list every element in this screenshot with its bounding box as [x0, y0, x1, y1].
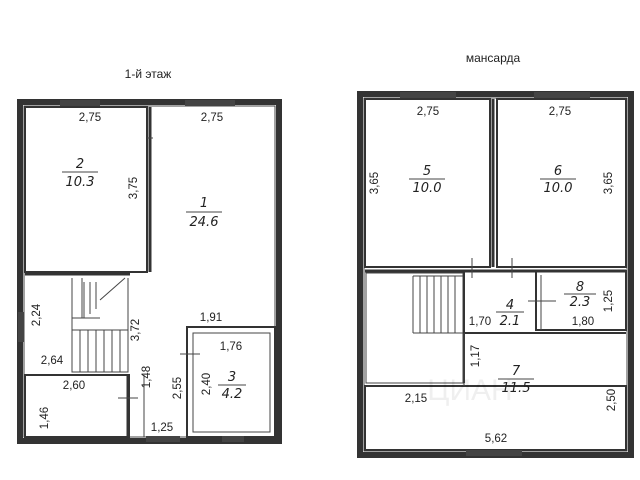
dim-f1-corridor2-height: 2,55 [172, 377, 184, 399]
staircase-floor-2 [365, 272, 464, 384]
dim-f1-room3-width: 1,76 [220, 341, 242, 353]
room-6-number: 6 [554, 164, 562, 179]
room-2-area: 10.3 [66, 175, 95, 190]
dim-f1-hall-height: 2,24 [31, 303, 43, 326]
floor-1-title: 1-й этаж [125, 67, 172, 81]
floor-1-plan: 1-й этаж [17, 67, 282, 444]
dim-f1-room2-height: 3,75 [128, 177, 140, 199]
dim-f1-room2-width: 2,75 [79, 112, 101, 124]
room-1-number: 1 [200, 196, 208, 211]
dim-f1-small-room-height: 1,46 [39, 407, 51, 429]
dim-f1-hall-width: 2,64 [41, 355, 64, 367]
room-5-walls [364, 98, 491, 268]
room-4-number: 4 [506, 298, 514, 313]
room-3-number: 3 [228, 370, 236, 385]
dim-f2-room6-height: 3,65 [603, 172, 615, 194]
room-6-walls [496, 98, 627, 268]
dim-f1-corridor-height: 1,48 [141, 366, 153, 388]
dim-f2-room6-width: 2,75 [549, 106, 571, 118]
dim-f1-corridor-width: 1,25 [151, 422, 173, 434]
room-7-area: 11.5 [502, 381, 531, 396]
watermark: ЦИАН [427, 374, 512, 407]
dim-f2-lower-width: 2,15 [405, 393, 427, 405]
dim-f1-room3-height: 2,40 [201, 373, 213, 395]
room-2-number: 2 [76, 157, 84, 172]
room-1-area: 24.6 [190, 215, 219, 230]
dim-f1-room1-lower-width: 1,91 [200, 312, 222, 324]
room-5-number: 5 [423, 164, 431, 179]
room-2-walls [24, 106, 148, 273]
dim-f2-room5-height: 3,65 [369, 172, 381, 194]
dim-f2-room7-height: 2,50 [606, 389, 618, 411]
dim-f1-room1-width: 2,75 [201, 112, 223, 124]
room-8-area: 2.3 [570, 295, 591, 310]
room-3-area: 4.2 [222, 387, 243, 402]
room-5-area: 10.0 [413, 181, 442, 196]
floor-2-plan: мансарда [357, 51, 634, 458]
dim-f2-room8-width: 1,80 [572, 316, 594, 328]
room-6-area: 10.0 [544, 181, 573, 196]
dim-f2-room8-height: 1,25 [603, 290, 615, 312]
dim-f2-room5-width: 2,75 [417, 106, 439, 118]
dim-f1-stair-height: 3,72 [130, 319, 142, 341]
dim-f2-corridor-width: 1,70 [469, 316, 491, 328]
room-7-number: 7 [512, 364, 521, 379]
dim-f2-room7-upper-height: 1,17 [470, 345, 482, 367]
room-4-area: 2.1 [500, 314, 521, 329]
dim-f1-small-room-width: 2,60 [63, 380, 85, 392]
floor-2-title: мансарда [466, 51, 521, 65]
staircase-floor-1 [71, 277, 129, 373]
room-8-number: 8 [576, 280, 584, 295]
dim-f2-total-width: 5,62 [485, 433, 507, 445]
